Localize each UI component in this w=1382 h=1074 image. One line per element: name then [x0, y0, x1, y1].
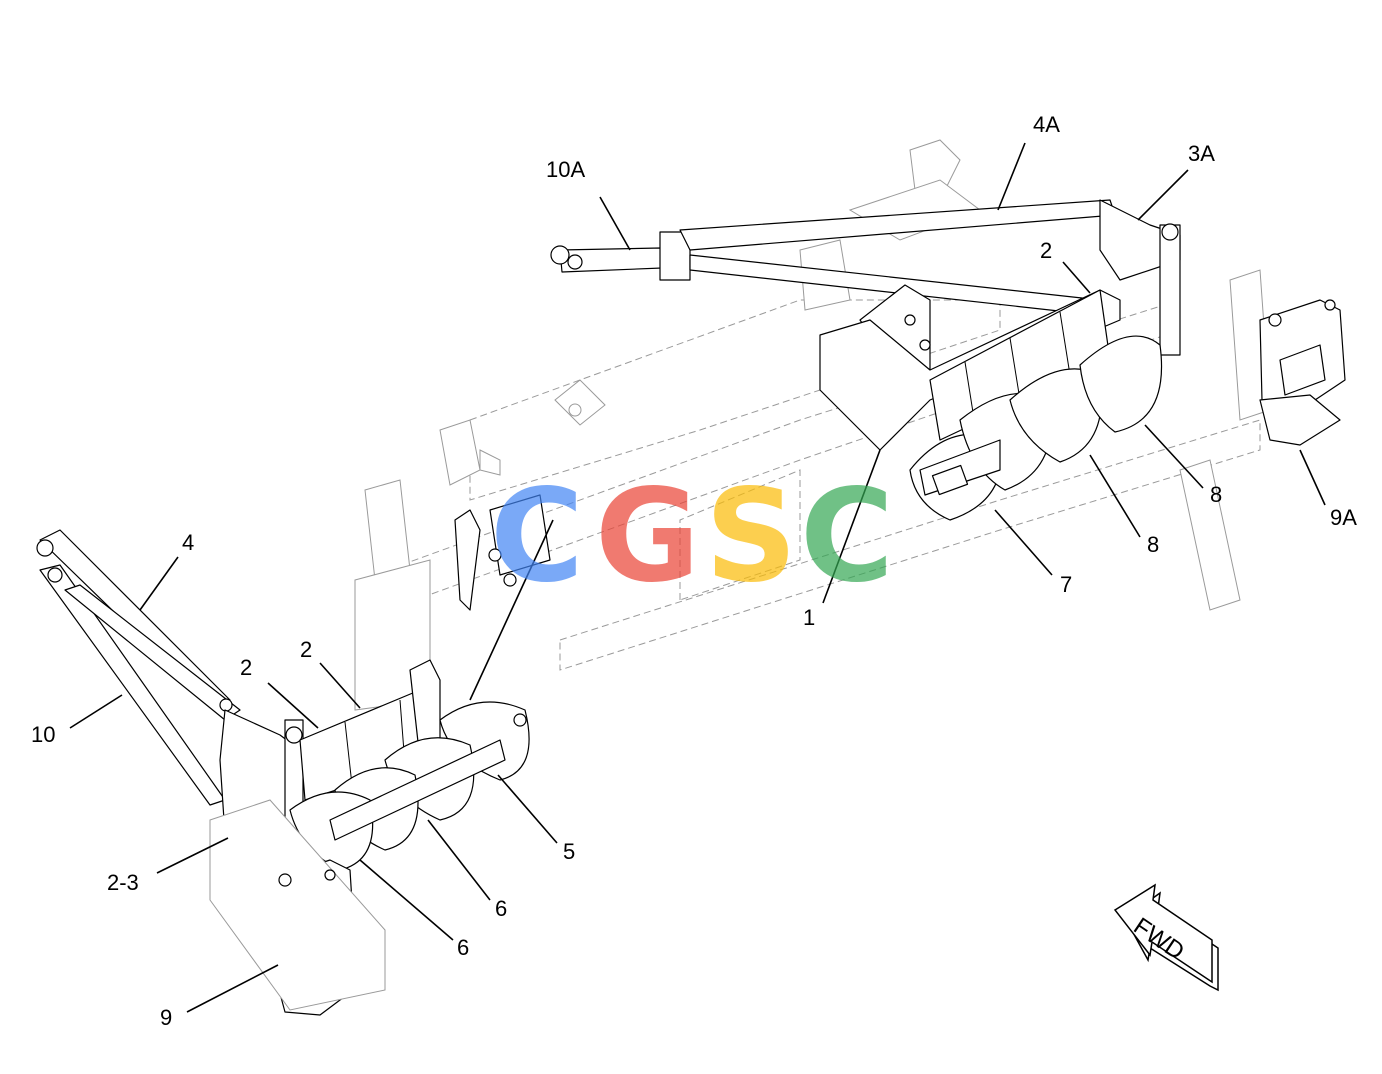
leader-2-3 — [156, 837, 229, 874]
watermark-letter-3: S — [705, 462, 797, 611]
callout-6-b: 6 — [457, 935, 469, 960]
right-arm-assembly — [550, 199, 1181, 451]
leader-9 — [186, 964, 279, 1013]
callout-9A: 9A — [1330, 505, 1357, 530]
leader-10 — [69, 694, 123, 729]
leader-9A — [1299, 449, 1326, 506]
callout-4: 4 — [182, 530, 194, 555]
watermark-letter-1: C — [490, 462, 584, 611]
leader-8-a — [1144, 424, 1204, 489]
leader-2-left-a — [267, 682, 319, 729]
callout-10: 10 — [31, 722, 55, 747]
callout-2-left-b: 2 — [300, 637, 312, 662]
callout-4A: 4A — [1033, 112, 1060, 137]
callout-5: 5 — [563, 839, 575, 864]
callout-7: 7 — [1060, 572, 1072, 597]
leader-6-a — [427, 819, 491, 901]
watermark-letter-2: G — [595, 462, 700, 611]
left-arm-assembly — [36, 494, 551, 851]
leader-10A — [599, 196, 631, 251]
leader-6-b — [359, 859, 454, 941]
forward-arrow-icon: FWD — [1113, 883, 1219, 992]
callout-6-a: 6 — [495, 896, 507, 921]
leader-4A — [997, 142, 1026, 211]
callout-labels: 10A 4A 3A 2 8 8 9A 7 1 4 2 2 10 2-3 5 6 … — [31, 112, 1357, 1030]
callout-8-a: 8 — [1210, 482, 1222, 507]
right-discs — [909, 335, 1163, 521]
leader-2-top — [1062, 261, 1091, 294]
leader-1 — [822, 449, 881, 604]
leader-lines — [69, 142, 1326, 1013]
leader-7 — [994, 509, 1053, 576]
left-discs — [289, 701, 530, 871]
callout-10A: 10A — [546, 157, 585, 182]
leader-3A — [1137, 169, 1189, 221]
callout-2-left-a: 2 — [240, 655, 252, 680]
callout-9: 9 — [160, 1005, 172, 1030]
right-shoe — [1259, 299, 1346, 446]
left-shoe — [209, 799, 386, 1016]
leader-5 — [497, 774, 558, 844]
callout-2-3: 2-3 — [107, 870, 139, 895]
leader-4 — [139, 556, 179, 611]
watermark-letter-4: C — [800, 462, 894, 611]
watermark-logo: C G S C — [490, 462, 894, 611]
callout-8-b: 8 — [1147, 532, 1159, 557]
callout-1: 1 — [803, 605, 815, 630]
leader-2-left-b — [319, 662, 361, 709]
leader-8-b — [1089, 454, 1141, 538]
callout-3A: 3A — [1188, 141, 1215, 166]
callout-2-top: 2 — [1040, 238, 1052, 263]
leader-arm-diag — [469, 519, 554, 701]
